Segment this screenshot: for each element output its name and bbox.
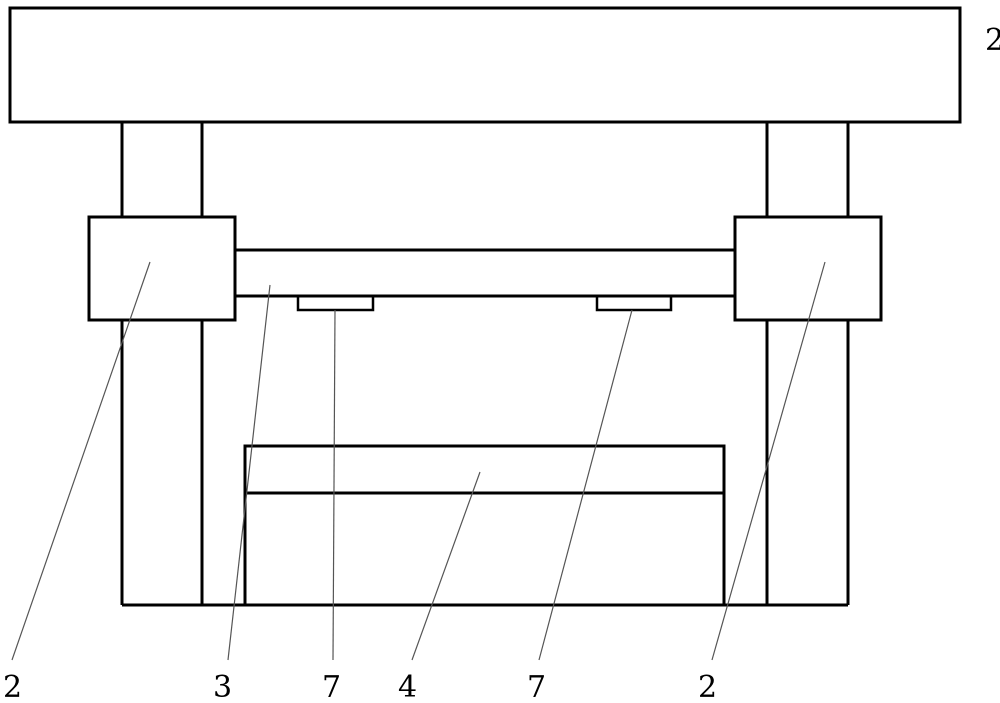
right-pad — [597, 296, 671, 310]
label-left-slider: 2 — [3, 670, 22, 703]
label-left-pad: 7 — [322, 670, 341, 703]
crossbeam — [235, 250, 735, 296]
label-right-pad: 7 — [527, 670, 546, 703]
right-slider-block — [735, 217, 881, 320]
label-top-right: 2 — [985, 23, 1000, 58]
label-right-slider: 2 — [698, 670, 717, 703]
label-crossbeam: 3 — [213, 670, 232, 703]
leader-left-slider — [12, 262, 150, 660]
top-beam — [10, 8, 960, 122]
leader-right-pad — [539, 310, 632, 660]
work-table — [245, 446, 724, 605]
left-slider-block — [89, 217, 235, 320]
left-pad — [298, 296, 373, 310]
label-table: 4 — [398, 670, 417, 703]
leader-table — [412, 472, 480, 660]
leader-left-pad — [333, 310, 335, 660]
